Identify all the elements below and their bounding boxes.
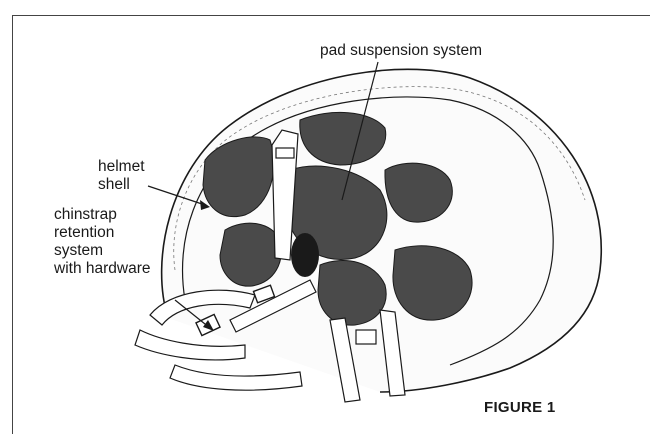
- label-chinstrap-retention: chinstrap retention system with hardware: [54, 206, 151, 278]
- pad-right-lower: [393, 246, 472, 320]
- chinstrap-strap-c: [170, 365, 302, 390]
- buckle-right: [356, 330, 376, 344]
- label-helmet-shell: helmet shell: [98, 158, 145, 194]
- label-chinstrap-line4: with hardware: [54, 260, 151, 278]
- label-pad-suspension-system: pad suspension system: [320, 42, 482, 60]
- label-helmet-shell-line2: shell: [98, 176, 145, 194]
- label-helmet-shell-line1: helmet: [98, 158, 145, 176]
- label-chinstrap-line2: retention: [54, 224, 151, 242]
- buckle-top: [276, 148, 294, 158]
- label-chinstrap-line1: chinstrap: [54, 206, 151, 224]
- label-chinstrap-line3: system: [54, 242, 151, 260]
- pad-center-dot: [291, 233, 319, 277]
- figure-caption: FIGURE 1: [484, 399, 556, 417]
